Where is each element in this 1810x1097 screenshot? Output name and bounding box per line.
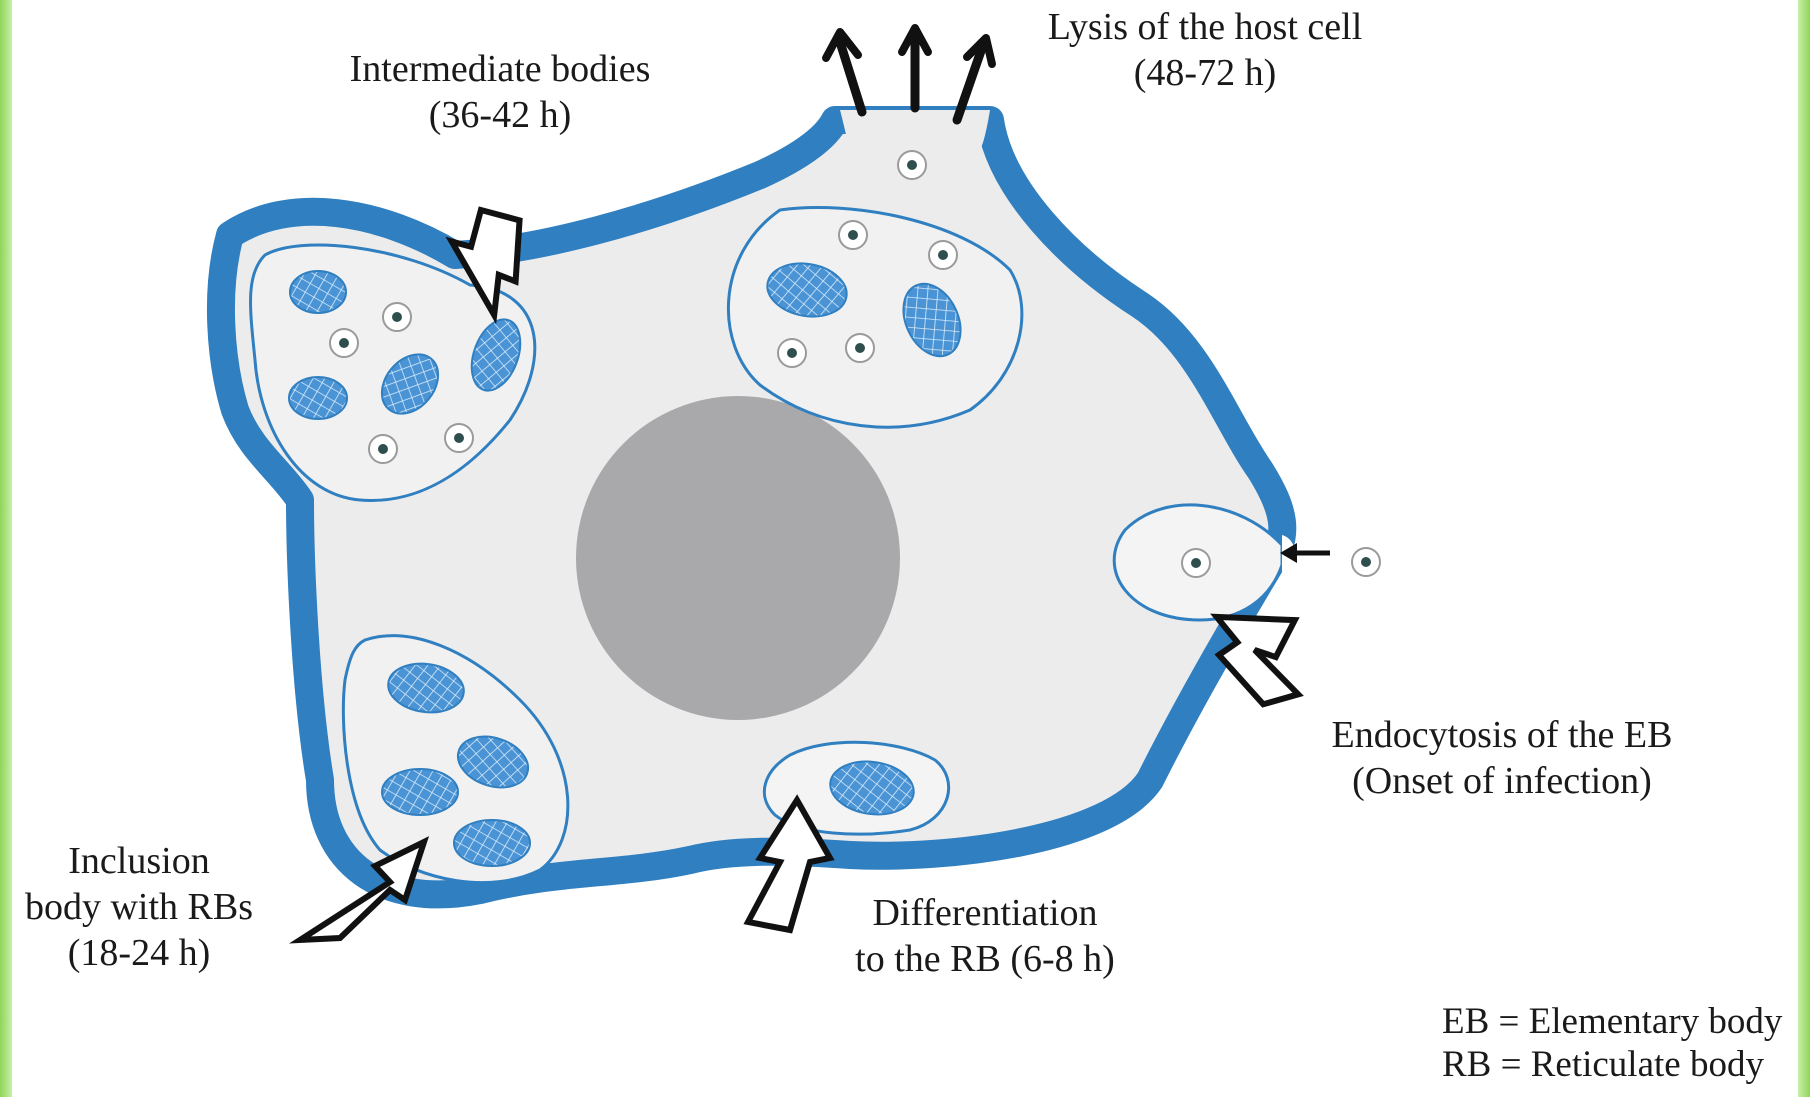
differentiation-label: Differentiation to the RB (6-8 h) bbox=[820, 890, 1150, 982]
elementary-body bbox=[383, 303, 411, 331]
differentiation-title: Differentiation bbox=[820, 890, 1150, 936]
inclusion-title: Inclusion bbox=[8, 838, 270, 884]
intermediate-bodies-title: Intermediate bodies bbox=[320, 46, 680, 92]
elementary-body bbox=[778, 339, 806, 367]
elementary-body bbox=[929, 241, 957, 269]
endocytosis-hollow-arrow bbox=[1214, 606, 1306, 709]
endocytosis-label: Endocytosis of the EB (Onset of infectio… bbox=[1302, 712, 1702, 804]
legend-eb: EB = Elementary body bbox=[1442, 1000, 1802, 1043]
lysis-title: Lysis of the host cell bbox=[1020, 4, 1390, 50]
elementary-body bbox=[369, 435, 397, 463]
legend-rb: RB = Reticulate body bbox=[1442, 1043, 1802, 1086]
legend: EB = Elementary body RB = Reticulate bod… bbox=[1442, 1000, 1802, 1086]
differentiation-time: to the RB (6-8 h) bbox=[820, 936, 1150, 982]
elementary-body bbox=[839, 221, 867, 249]
elementary-body bbox=[445, 424, 473, 452]
elementary-body bbox=[330, 329, 358, 357]
lysis-label: Lysis of the host cell (48-72 h) bbox=[1020, 4, 1390, 96]
endocytosis-subtitle: (Onset of infection) bbox=[1302, 758, 1702, 804]
endocytosis-title: Endocytosis of the EB bbox=[1302, 712, 1702, 758]
inclusion-time: (18-24 h) bbox=[8, 930, 270, 976]
inclusion-body-label: Inclusion body with RBs (18-24 h) bbox=[8, 838, 270, 976]
elementary-body bbox=[1182, 549, 1210, 577]
reticulate-body bbox=[454, 820, 530, 866]
elementary-body bbox=[1352, 548, 1380, 576]
reticulate-body bbox=[382, 769, 458, 815]
intermediate-bodies-time: (36-42 h) bbox=[320, 92, 680, 138]
elementary-body bbox=[898, 151, 926, 179]
reticulate-body bbox=[289, 377, 347, 419]
inclusion-subtitle: body with RBs bbox=[8, 884, 270, 930]
lysis-time: (48-72 h) bbox=[1020, 50, 1390, 96]
reticulate-body bbox=[290, 271, 346, 313]
nucleus bbox=[576, 396, 900, 720]
elementary-body bbox=[846, 334, 874, 362]
intermediate-bodies-label: Intermediate bodies (36-42 h) bbox=[320, 46, 680, 138]
